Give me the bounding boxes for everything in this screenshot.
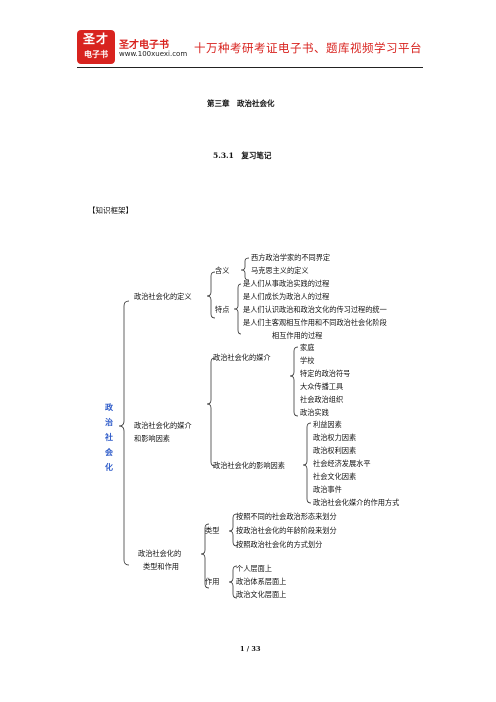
media-label: 政治社会化的媒介 <box>213 353 271 362</box>
media-item: 特定的政治符号 <box>300 369 351 378</box>
factors-item: 政治事件 <box>313 485 342 494</box>
features-item: 是人们主客观相互作用和不同政治社会化阶段 <box>243 318 387 327</box>
site-url[interactable]: www.100xuexi.com <box>119 50 188 58</box>
roles-item: 政治体系层面上 <box>236 577 287 586</box>
b3-label-line1: 政治社会化的 <box>138 549 182 558</box>
factors-item: 利益因素 <box>313 420 342 429</box>
features-item: 是人们从事政治实践的过程 <box>243 279 330 288</box>
factors-item: 政治权利因素 <box>313 446 357 455</box>
logo-text-bottom: 电子书 <box>84 50 108 59</box>
b2-brace <box>206 357 216 467</box>
features-item: 是人们成长为政治人的过程 <box>243 292 330 301</box>
root-char: 政 <box>105 402 113 412</box>
roles-item: 个人层面上 <box>236 564 272 573</box>
section-title: 5.3.1 复习笔记 <box>213 151 272 160</box>
factors-item: 政治社会化媒介的作用方式 <box>313 498 400 507</box>
types-item: 按政治社会化的年龄阶段来划分 <box>236 526 337 535</box>
root-label: 政 治 社 会 化 <box>104 400 114 475</box>
logo: 圣才 电子书 <box>77 30 115 64</box>
types-label: 类型 <box>205 526 220 535</box>
factors-label: 政治社会化的影响因素 <box>213 461 285 470</box>
factors-brace <box>302 422 312 504</box>
chapter-title: 第三章 政治社会化 <box>207 99 275 108</box>
root-char: 社 <box>105 432 113 442</box>
root-char: 化 <box>105 462 113 472</box>
factors-item: 政治权力因素 <box>313 433 357 442</box>
factors-item: 社会经济发展水平 <box>313 459 371 468</box>
roles-brace <box>228 565 238 599</box>
factors-item: 社会文化因素 <box>313 472 357 481</box>
features-brace <box>233 283 242 335</box>
framework-label: 【知识框架】 <box>88 206 133 215</box>
page-number: 1 / 33 <box>240 645 261 653</box>
media-item: 家庭 <box>300 343 315 352</box>
root-brace <box>118 300 130 566</box>
logo-text-top: 圣才 <box>82 32 109 46</box>
features-label: 特点 <box>215 305 230 314</box>
header-slogan: 十万种考研考证电子书、题库视频学习平台 <box>194 41 422 55</box>
b2-label-line1: 政治社会化的媒介 <box>134 421 192 430</box>
b1-label: 政治社会化的定义 <box>134 292 192 301</box>
types-brace <box>228 513 238 547</box>
b3-label-line2: 类型和作用 <box>143 562 179 571</box>
media-item: 大众传播工具 <box>300 382 344 391</box>
b2-label-line2: 和影响因素 <box>134 434 170 443</box>
meaning-item: 西方政治学家的不同界定 <box>251 253 331 262</box>
brand-name: 圣才电子书 <box>119 40 169 51</box>
root-char: 会 <box>105 447 113 457</box>
types-item: 按照不同的社会政治形态来划分 <box>236 512 337 521</box>
roles-item: 政治文化层面上 <box>236 590 287 599</box>
media-item: 学校 <box>300 356 315 365</box>
media-item: 社会政治组织 <box>300 395 344 404</box>
header-divider <box>77 67 423 68</box>
b3-brace <box>200 523 210 589</box>
media-item: 政治实践 <box>300 408 329 417</box>
meaning-brace <box>240 257 250 281</box>
types-item: 按照政治社会化的方式划分 <box>236 540 323 549</box>
media-brace <box>289 346 299 417</box>
root-char: 治 <box>105 417 113 427</box>
meaning-item: 马克思主义的定义 <box>251 266 309 275</box>
meaning-label: 含义 <box>215 266 230 275</box>
features-item: 是人们认识政治和政治文化的传习过程的统一 <box>243 305 387 314</box>
b1-brace <box>206 271 216 319</box>
features-item: 相互作用的过程 <box>272 331 323 340</box>
roles-label: 作用 <box>205 577 220 586</box>
